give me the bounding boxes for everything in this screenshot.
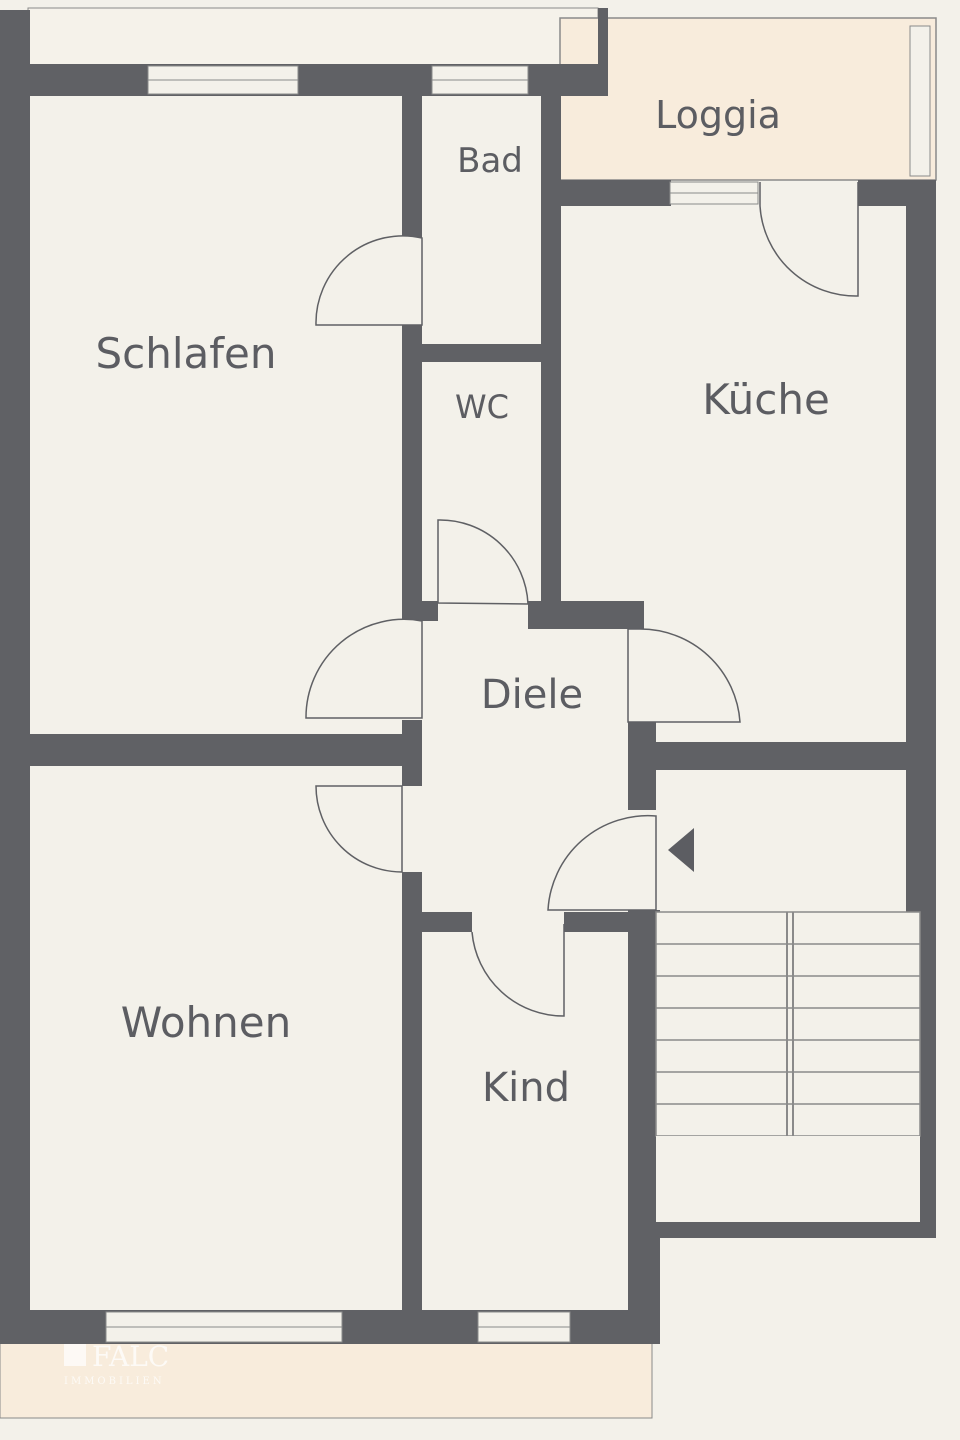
wall-schlafen-right-upper bbox=[402, 96, 422, 238]
loggia-area bbox=[559, 17, 937, 181]
label-kind: Kind bbox=[482, 1065, 570, 1111]
door-wc bbox=[437, 519, 529, 605]
wall-bad-right bbox=[541, 96, 561, 606]
wall-stair-left-lower bbox=[628, 910, 660, 1342]
label-wc: WC bbox=[455, 388, 509, 426]
label-diele: Diele bbox=[481, 672, 583, 718]
outdoor-areas bbox=[0, 7, 937, 1419]
label-loggia: Loggia bbox=[655, 93, 781, 137]
top-balcony bbox=[27, 7, 599, 67]
door-schlafen bbox=[305, 618, 423, 719]
bottom-terrace bbox=[0, 1341, 653, 1419]
entrance-arrow-icon bbox=[668, 828, 694, 872]
label-wohnen: Wohnen bbox=[121, 998, 291, 1047]
door-wohnen bbox=[315, 785, 403, 873]
watermark-house-icon bbox=[64, 1344, 86, 1366]
wall-wc-bottom-stub bbox=[422, 601, 438, 621]
watermark-logo: FALC IMMOBILIEN bbox=[64, 1340, 169, 1387]
wall-kind-top-left bbox=[422, 912, 472, 932]
door-kueche bbox=[627, 628, 741, 723]
watermark-sub: IMMOBILIEN bbox=[64, 1376, 165, 1387]
wall-left bbox=[0, 10, 30, 1342]
wall-stair-bottom bbox=[640, 1222, 936, 1238]
label-schlafen: Schlafen bbox=[95, 329, 276, 378]
wall-kueche-bottom-left bbox=[528, 601, 644, 629]
doors bbox=[305, 182, 859, 1017]
staircase bbox=[655, 911, 921, 1222]
wall-schlafen-wohnen bbox=[30, 734, 422, 766]
wall-wohnen-right bbox=[402, 872, 422, 1342]
wall-kind-top-right bbox=[564, 912, 628, 932]
wall-top-stub bbox=[598, 8, 608, 96]
wall-bad-wc bbox=[422, 344, 541, 362]
door-loggia bbox=[759, 182, 859, 297]
label-bad: Bad bbox=[457, 141, 523, 181]
door-entrance bbox=[547, 814, 657, 911]
wall-kueche-bottom-right bbox=[640, 742, 936, 770]
wall-kueche-top-left bbox=[541, 180, 671, 206]
walls bbox=[0, 8, 936, 1344]
door-kind bbox=[471, 924, 565, 1017]
label-kueche: Küche bbox=[702, 375, 830, 424]
wall-wohnen-right-stub bbox=[402, 720, 422, 786]
window-stair bbox=[909, 25, 931, 177]
windows bbox=[105, 25, 931, 1343]
wall-schlafen-right-lower bbox=[402, 325, 422, 621]
door-bad bbox=[315, 235, 423, 326]
wall-stair-left bbox=[628, 722, 656, 810]
room-labels: Loggia Bad Schlafen WC Küche Diele Wohne… bbox=[95, 93, 829, 1111]
watermark-brand: FALC bbox=[92, 1340, 169, 1373]
